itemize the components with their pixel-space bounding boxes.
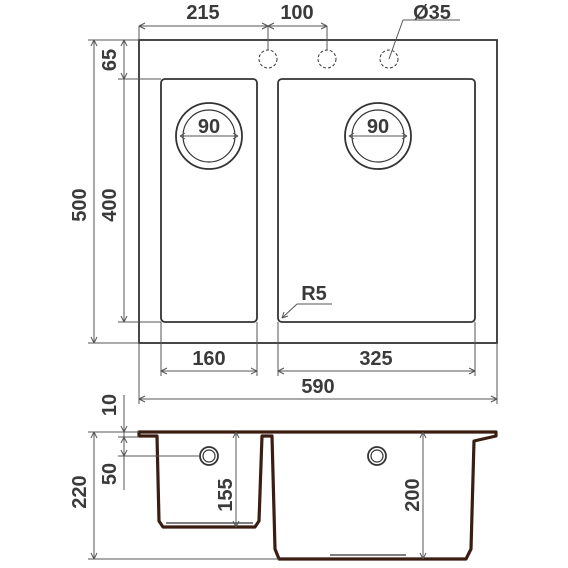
dim-overall-width: 590 [301, 376, 334, 398]
tap-hole-left [258, 49, 278, 69]
top-view: 215 100 Ø35 90 90 R5 160 325 590 65 500 … [69, 2, 498, 404]
dim-large-bowl-height: 200 [402, 478, 424, 511]
dim-large-bowl-width: 325 [359, 348, 392, 370]
bottom-dimension-chain [138, 322, 498, 404]
sink-profile [137, 430, 498, 561]
top-dimension-chain [138, 19, 460, 60]
side-view: 10 50 220 155 200 [69, 394, 498, 561]
dim-corner-radius: R5 [301, 283, 327, 305]
large-bowl-outline [277, 78, 476, 323]
tap-hole-middle [317, 49, 337, 69]
dim-overall-height: 220 [69, 475, 91, 508]
sink-outline [138, 39, 498, 344]
dim-bowl-depth: 400 [99, 188, 121, 221]
left-dimension-lines [88, 39, 161, 344]
dim-top-margin: 65 [99, 49, 121, 71]
tap-hole-right [379, 49, 399, 69]
dim-rim-thickness: 10 [99, 394, 121, 416]
dim-overflow-offset: 50 [99, 463, 121, 485]
large-drain [344, 102, 412, 170]
small-overflow [199, 446, 219, 466]
dim-large-drain: 90 [367, 116, 389, 138]
dim-left-to-taps: 215 [186, 2, 219, 24]
dim-small-drain: 90 [198, 116, 220, 138]
dim-tap-spacing: 100 [280, 2, 313, 24]
dim-tap-hole-diameter: Ø35 [413, 2, 451, 24]
large-overflow [367, 446, 387, 466]
dim-overall-depth: 500 [69, 188, 91, 221]
side-left-dimensions [88, 395, 427, 560]
dim-small-bowl-height: 155 [215, 478, 237, 511]
small-bowl-outline [160, 78, 258, 323]
small-drain [175, 102, 243, 170]
radius-leader [281, 303, 332, 319]
dim-small-bowl-width: 160 [192, 348, 225, 370]
